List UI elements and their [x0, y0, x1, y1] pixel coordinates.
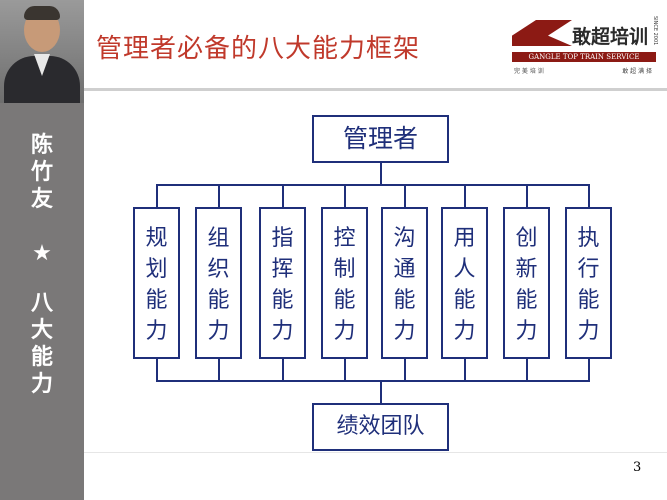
sidebar: 陈 竹 友 ★ 八 大 能 力	[0, 0, 84, 500]
capability-char: 织	[207, 257, 230, 282]
speaker-photo	[0, 0, 84, 103]
sidebar-topic-char: 八	[30, 291, 53, 316]
logo-mark-icon	[512, 20, 572, 46]
capability-char: 能	[577, 288, 600, 313]
capability-char: 行	[577, 257, 600, 282]
capability-char: 人	[453, 257, 476, 282]
sidebar-topic-char: 大	[30, 318, 53, 343]
connector-bottom-rise	[464, 359, 466, 381]
connector-top-bus	[156, 184, 590, 186]
header-bar	[84, 0, 667, 90]
capability-char: 能	[145, 288, 168, 313]
capability-char: 通	[393, 257, 416, 282]
capability-char: 创	[515, 226, 538, 251]
capability-char: 规	[145, 226, 168, 251]
star-glyph: ★	[32, 241, 52, 266]
capability-char: 执	[577, 226, 600, 251]
logo-english-name: GANGLE TOP TRAIN SERVICE	[512, 52, 656, 62]
connector-bottom-rise	[218, 359, 220, 381]
connector-bottom-rise	[344, 359, 346, 381]
logo-subtitle-right: 敢 超 满 择	[622, 68, 652, 75]
capability-char: 能	[453, 288, 476, 313]
capability-char: 力	[453, 319, 476, 344]
capability-box-directing: 指 挥 能 力	[259, 207, 306, 359]
manager-box: 管理者	[312, 115, 449, 163]
header-divider	[84, 88, 667, 91]
logo-chinese-name: 敢超培训	[572, 26, 649, 48]
connector-bottom-rise	[588, 359, 590, 381]
connector-top-drop	[282, 184, 284, 207]
connector-top-drop	[344, 184, 346, 207]
page-number: 3	[633, 460, 642, 475]
connector-bottom-rise	[526, 359, 528, 381]
capability-box-innovating: 创 新 能 力	[503, 207, 550, 359]
page-title: 管理者必备的八大能力框架	[96, 34, 421, 64]
capability-box-executing: 执 行 能 力	[565, 207, 612, 359]
capability-char: 能	[207, 288, 230, 313]
capability-char: 用	[453, 226, 476, 251]
capability-box-organizing: 组 织 能 力	[195, 207, 242, 359]
capability-char: 能	[393, 288, 416, 313]
capability-box-controlling: 控 制 能 力	[321, 207, 368, 359]
capability-char: 能	[271, 288, 294, 313]
footer-divider	[84, 452, 667, 453]
capability-char: 沟	[393, 226, 416, 251]
sidebar-topic-char: 能	[30, 345, 53, 370]
capability-box-communicating: 沟 通 能 力	[381, 207, 428, 359]
sidebar-topic: 八 大 能 力	[0, 290, 84, 398]
capability-char: 力	[577, 319, 600, 344]
sidebar-topic-char: 力	[30, 372, 53, 397]
connector-bottom-stem	[380, 380, 382, 403]
connector-top-drop	[526, 184, 528, 207]
performance-team-box: 绩效团队	[312, 403, 449, 451]
connector-top-drop	[464, 184, 466, 207]
company-logo: 敢超培训 SINCE 2001 GANGLE TOP TRAIN SERVICE…	[512, 16, 662, 78]
logo-since: SINCE 2001	[652, 16, 658, 46]
connector-top-drop	[218, 184, 220, 207]
capability-box-planning: 规 划 能 力	[133, 207, 180, 359]
capability-char: 划	[145, 257, 168, 282]
connector-top-drop	[404, 184, 406, 207]
capability-char: 力	[271, 319, 294, 344]
capability-char: 新	[515, 257, 538, 282]
capability-char: 控	[333, 226, 356, 251]
speaker-name-char: 竹	[30, 160, 53, 185]
capability-box-staffing: 用 人 能 力	[441, 207, 488, 359]
connector-top-stem	[380, 163, 382, 185]
speaker-name: 陈 竹 友	[0, 132, 84, 213]
connector-bottom-rise	[404, 359, 406, 381]
capability-char: 力	[145, 319, 168, 344]
capability-char: 挥	[271, 257, 294, 282]
logo-subtitle-left: 完 美 培 训	[514, 68, 544, 75]
connector-top-drop	[588, 184, 590, 207]
photo-hair	[24, 6, 60, 20]
capability-char: 能	[515, 288, 538, 313]
speaker-name-char: 陈	[30, 133, 53, 158]
connector-bottom-bus	[156, 380, 590, 382]
capability-char: 力	[393, 319, 416, 344]
connector-top-drop	[156, 184, 158, 207]
connector-bottom-rise	[156, 359, 158, 381]
connector-bottom-rise	[282, 359, 284, 381]
capability-char: 能	[333, 288, 356, 313]
capability-char: 力	[333, 319, 356, 344]
capability-char: 力	[515, 319, 538, 344]
capability-char: 力	[207, 319, 230, 344]
capability-char: 制	[333, 257, 356, 282]
star-icon: ★	[0, 240, 84, 267]
capability-char: 指	[271, 226, 294, 251]
capability-char: 组	[207, 226, 230, 251]
speaker-name-char: 友	[30, 187, 53, 212]
